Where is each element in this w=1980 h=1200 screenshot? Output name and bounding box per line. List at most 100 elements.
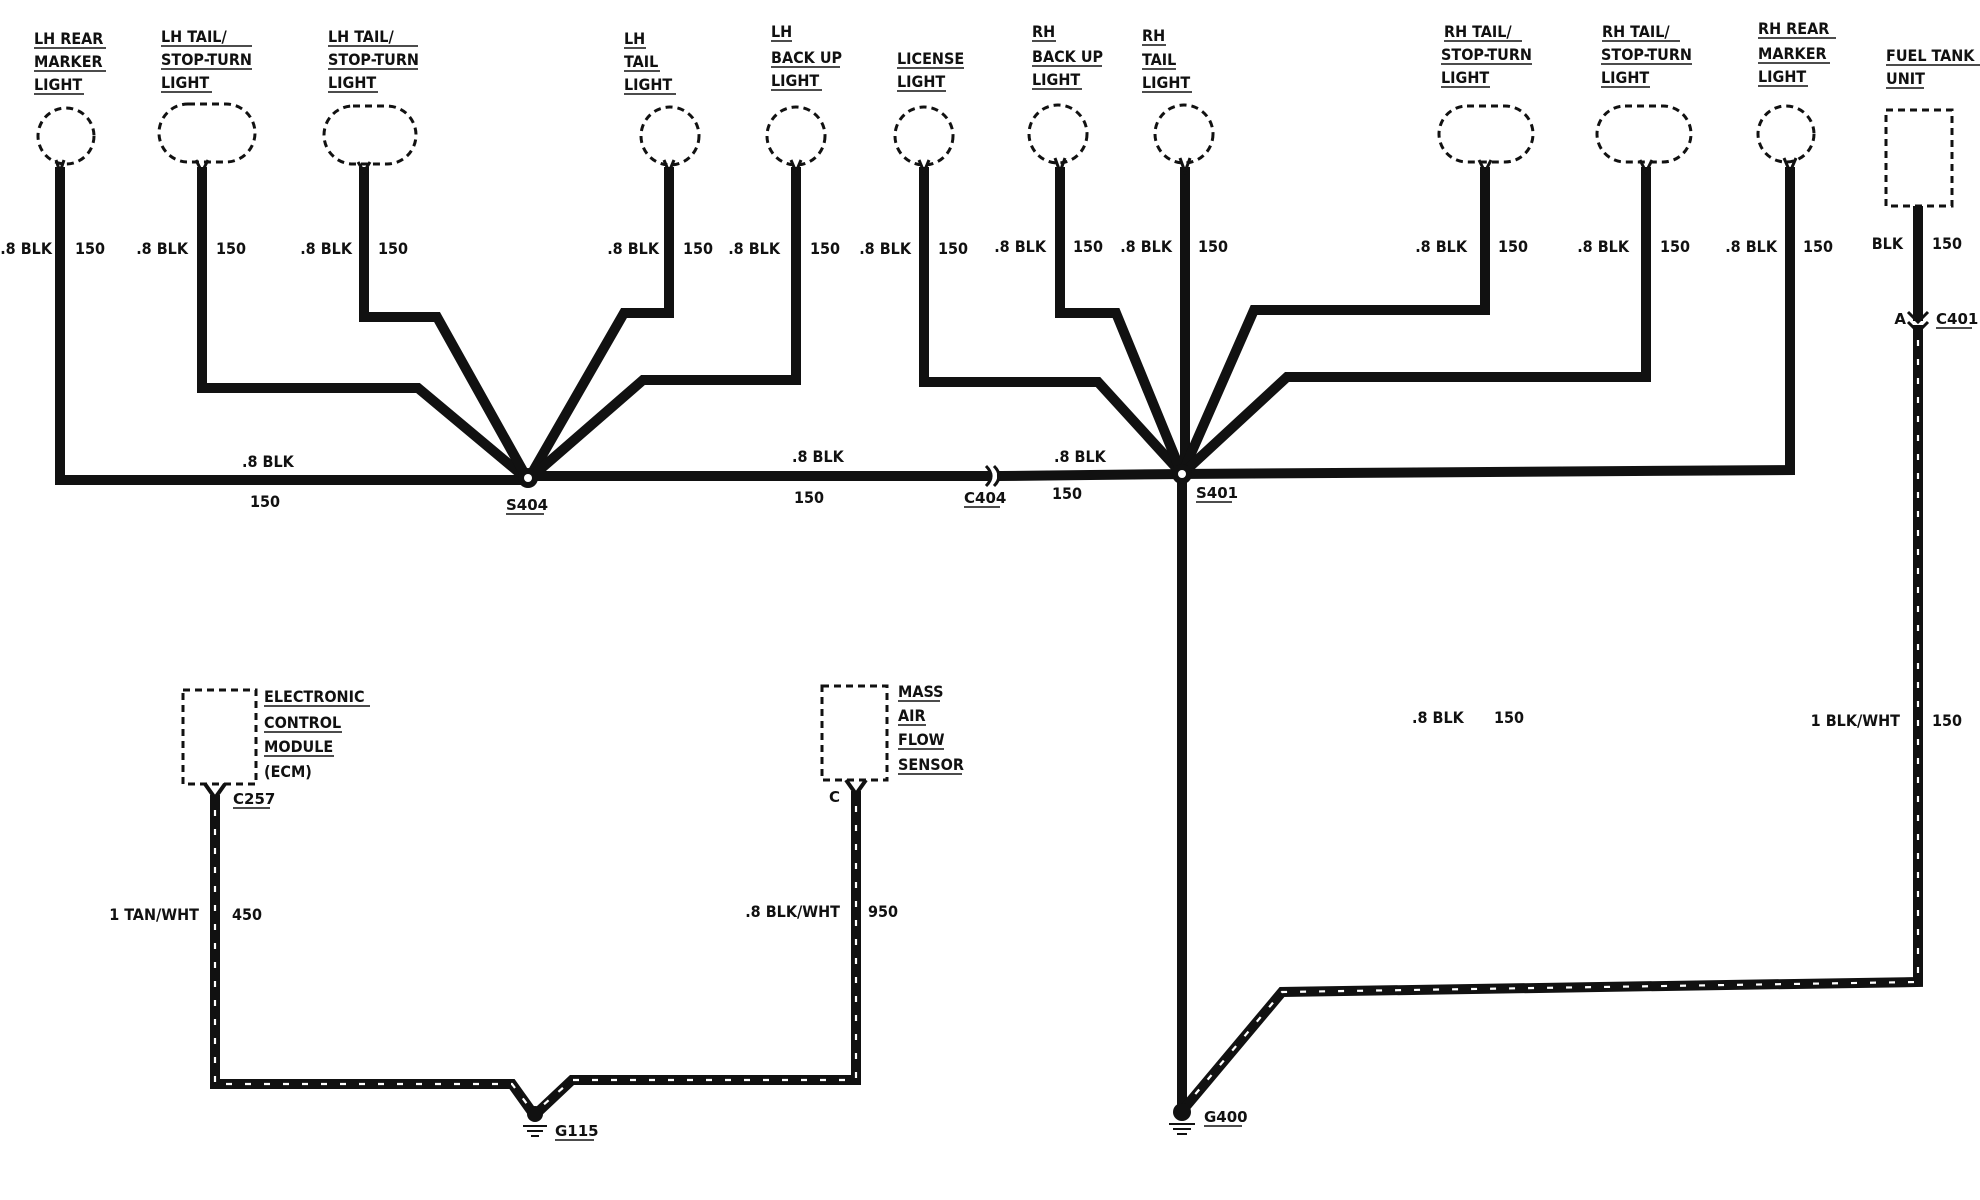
striped-wires [210,325,1923,1120]
connector-tags: S404 S401 C404 C401 A C257 C G115 G400 [233,310,1978,1141]
ecm-module [181,688,258,802]
circuit-number-label: 150 [1073,237,1103,256]
wire-lh-tail-stop-turn-1 [197,167,536,488]
lh-tail-stop-turn-2-label-1: LH TAIL/ [328,27,394,46]
wire-color-label: .8 BLK [607,239,660,258]
circuit-number-label: 150 [1498,237,1528,256]
fuel-tank-unit [1884,108,1954,208]
wire-color-label: .8 BLK [1415,237,1468,256]
rh-tail-stop-turn-2-bulb-icon [1595,104,1693,164]
rh-tail-stop-turn-1-label-2: STOP-TURN [1441,45,1532,64]
lh-rear-marker-label-2: MARKER [34,52,103,71]
rh-tail-bulb-icon [1153,103,1215,165]
wire-ecm-to-g115 [210,795,539,1119]
wire-labels: .8 BLK 150 .8 BLK 150 .8 BLK 150 .8 BLK … [0,234,1962,924]
lh-tail-stop-turn-1-bulb-icon [157,102,257,164]
connector-c257-label: C257 [233,790,275,808]
circuit-number-label: 150 [1052,484,1082,503]
circuit-number-label: 150 [1494,708,1524,727]
wire-color-label: .8 BLK [859,239,912,258]
license-label-1: LICENSE [897,49,964,68]
rh-back-up-bulb-icon [1027,103,1089,165]
wire-color-label: .8 BLK [1725,237,1778,256]
rh-tail-stop-turn-light-2 [1595,104,1693,176]
wire-color-label: .8 BLK [728,239,781,258]
lh-tail-label-3: LIGHT [624,75,672,94]
maf-label-4: SENSOR [898,755,964,774]
connector-c401-icon [1906,310,1930,325]
wire-rh-tail-stop-turn-1 [1175,167,1490,481]
wires [55,167,1923,1109]
wire-color-label: .8 BLK [792,447,845,466]
rh-tail-label-1: RH [1142,26,1165,45]
wire-color-label: .8 BLK/WHT [745,902,840,921]
ground-g400 [1169,1103,1195,1135]
ground-g115 [523,1106,547,1137]
wire-rh-back-up [1055,167,1189,481]
wire-lh-back-up [520,167,801,488]
splice-s401 [1172,464,1192,484]
rh-back-up-light [1027,103,1089,177]
circuit-number-label: 450 [232,905,262,924]
ecm-box [181,688,258,786]
fuel-tank-unit-box [1884,108,1954,208]
circuit-number-label: 150 [938,239,968,258]
wire-color-label: .8 BLK [1120,237,1173,256]
rh-back-up-label-2: BACK UP [1032,47,1103,66]
connector-c401-pin-label: A [1894,310,1906,328]
ground-g400-label: G400 [1204,1108,1248,1126]
splice-s401-label: S401 [1196,484,1238,502]
ecm-label-1: ELECTRONIC [264,687,365,706]
wire-c404-to-s401 [996,468,1188,482]
rh-tail-light [1153,103,1215,177]
ecm-label-3: MODULE [264,737,333,756]
lh-rear-marker-label-3: LIGHT [34,75,82,94]
component-labels: LH REAR MARKER LIGHT LH TAIL/ STOP-TURN … [34,19,1980,781]
license-label-2: LIGHT [897,72,945,91]
maf-label-2: AIR [898,706,926,725]
circuit-number-label: 150 [378,239,408,258]
circuit-number-label: 150 [794,488,824,507]
wire-lh-tail-stop-turn-2 [359,167,535,487]
lh-tail-stop-turn-1-label-2: STOP-TURN [161,50,252,69]
lh-tail-stop-turn-light-2 [322,104,418,175]
connector-c404-label: C404 [964,489,1006,507]
rh-rear-marker-label-3: LIGHT [1758,67,1806,86]
connector-c404 [984,464,1001,488]
lh-rear-marker-light [36,106,96,177]
ground-g400-icon [1173,1103,1191,1121]
rh-rear-marker-label-2: MARKER [1758,44,1827,63]
wire-color-label: .8 BLK [1412,708,1465,727]
wire-color-label: .8 BLK [242,452,295,471]
connector-c401 [1906,310,1930,335]
lh-tail-stop-turn-1-label-1: LH TAIL/ [161,27,227,46]
wire-lh-rear-marker [55,167,533,485]
circuit-number-label: 150 [75,239,105,258]
wire-rh-tail-stop-turn-2 [1174,167,1651,482]
lh-back-up-light [765,105,827,176]
splice-s404-label: S404 [506,496,548,514]
ground-g115-label: G115 [555,1122,599,1140]
ecm-label-2: CONTROL [264,713,341,732]
wire-color-label: .8 BLK [994,237,1047,256]
circuit-number-label: 950 [868,902,898,921]
rh-back-up-label-3: LIGHT [1032,70,1080,89]
splice-s404 [518,468,538,488]
circuit-number-label: 150 [1932,711,1962,730]
lh-rear-marker-label-1: LH REAR [34,29,103,48]
lh-back-up-label-2: BACK UP [771,48,842,67]
circuit-number-label: 150 [1932,234,1962,253]
fuel-tank-label-2: UNIT [1886,69,1925,88]
rh-back-up-label-1: RH [1032,22,1055,41]
license-light [893,105,955,176]
wire-lh-tail [521,167,674,487]
rh-tail-stop-turn-light-1 [1437,104,1535,176]
wire-color-label: 1 TAN/WHT [109,905,199,924]
wire-color-label: BLK [1872,234,1904,253]
lh-rear-marker-bulb-icon [36,106,96,166]
fuel-tank-label-1: FUEL TANK [1886,46,1975,65]
rh-tail-stop-turn-2-label-2: STOP-TURN [1601,45,1692,64]
lh-tail-stop-turn-light-1 [157,102,257,176]
rh-tail-stop-turn-1-label-1: RH TAIL/ [1444,22,1512,41]
